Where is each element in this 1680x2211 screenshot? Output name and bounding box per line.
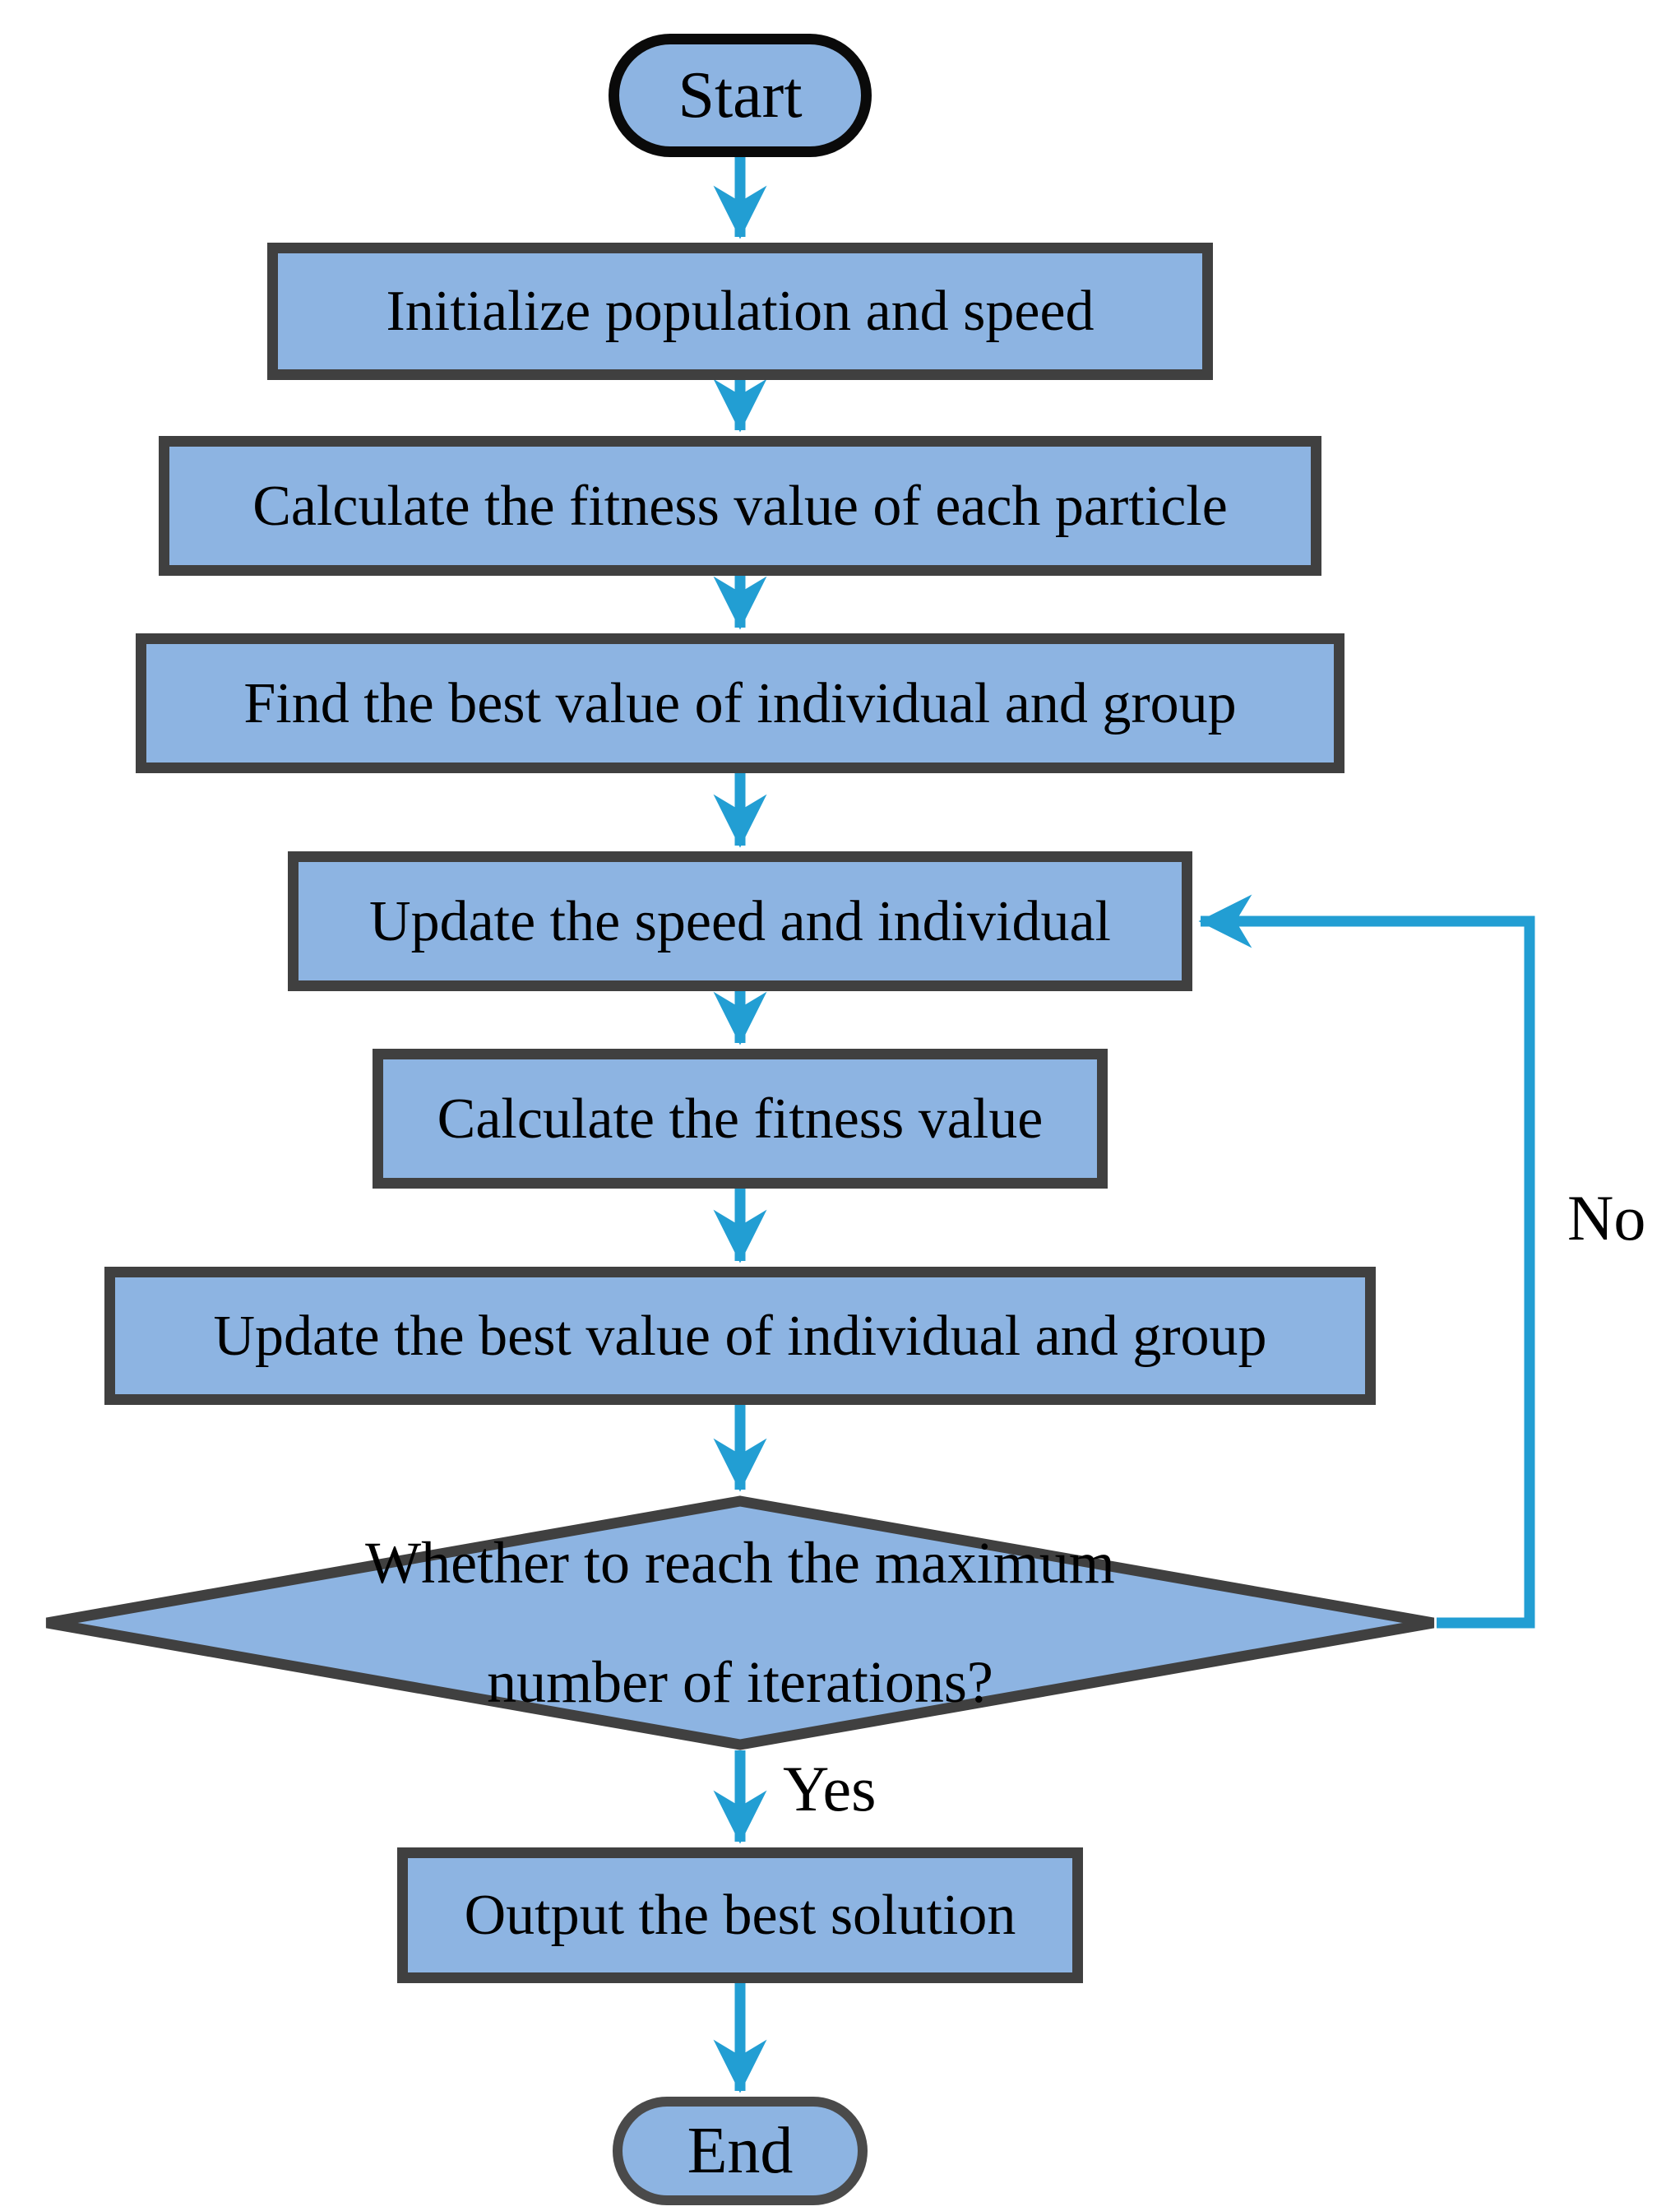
node-initialize-population-label: Initialize population and speed <box>386 280 1095 343</box>
node-calculate-fitness-each-particle-label: Calculate the fitness value of each part… <box>252 474 1228 538</box>
node-update-best-value-label: Update the best value of individual and … <box>213 1304 1267 1368</box>
node-update-speed-individual: Update the speed and individual <box>288 851 1192 991</box>
edge-label-yes: Yes <box>783 1753 877 1824</box>
node-output-best-solution-label: Output the best solution <box>464 1884 1016 1947</box>
node-update-speed-individual-label: Update the speed and individual <box>369 889 1111 953</box>
node-find-best-value-label: Find the best value of individual and gr… <box>243 671 1237 735</box>
node-decision-text: Whether to reach the maximum number of i… <box>41 1495 1439 1750</box>
decision-diamond-shape <box>45 1495 1435 1750</box>
node-calculate-fitness-each-particle: Calculate the fitness value of each part… <box>159 436 1321 576</box>
node-output-best-solution: Output the best solution <box>397 1847 1083 1983</box>
node-calculate-fitness-value-label: Calculate the fitness value <box>437 1087 1044 1151</box>
node-find-best-value: Find the best value of individual and gr… <box>136 633 1344 773</box>
node-calculate-fitness-value: Calculate the fitness value <box>373 1049 1108 1189</box>
decision-line2: number of iterations? <box>487 1649 993 1715</box>
node-end: End <box>613 2097 868 2205</box>
node-decision-max-iterations: Whether to reach the maximum number of i… <box>41 1495 1439 1750</box>
node-start-label: Start <box>678 59 803 132</box>
node-start: Start <box>609 34 872 157</box>
edge-label-no: No <box>1567 1182 1646 1254</box>
node-initialize-population: Initialize population and speed <box>267 243 1213 380</box>
decision-line1: Whether to reach the maximum <box>365 1530 1115 1596</box>
node-update-best-value: Update the best value of individual and … <box>104 1267 1376 1405</box>
node-end-label: End <box>687 2115 794 2187</box>
